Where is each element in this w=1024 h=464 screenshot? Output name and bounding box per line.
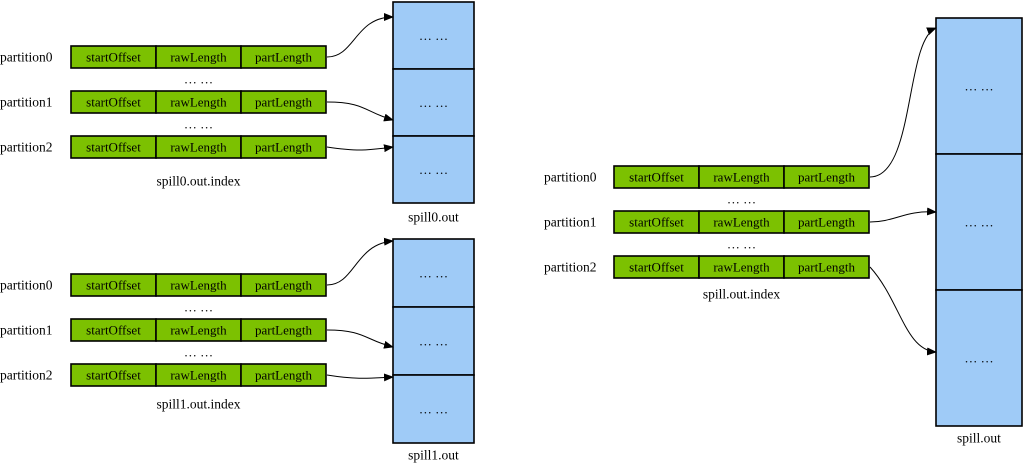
row-gap-ellipsis: … … [184,300,213,315]
field-label-rawLength: rawLength [170,95,227,110]
row-gap-ellipsis: … … [184,72,213,87]
index-row-spill1-0: partition0 startOffset rawLength partLength [0,273,327,297]
out-block-ellipsis: … … [419,334,448,349]
field-cell-partLength [240,273,327,297]
arrow-connector [326,144,394,153]
out-block-ellipsis: … … [964,215,993,230]
partition-label: partition0 [0,278,53,293]
arrow-connector [326,13,394,58]
field-label-rawLength: rawLength [713,215,770,230]
out-file-block [392,374,475,444]
partition-label: partition0 [544,170,597,185]
partition-label: partition2 [0,368,53,383]
out-block-ellipsis: … … [964,351,993,366]
field-label-startOffset: startOffset [629,260,684,275]
field-label-rawLength: rawLength [713,170,770,185]
row-gap-ellipsis: … … [184,117,213,132]
index-row-spill-0: partition0 startOffset rawLength partLength [544,165,870,189]
field-label-startOffset: startOffset [629,170,684,185]
spill-group: partition0 startOffset rawLength partLength… [544,17,1023,446]
field-label-startOffset: startOffset [86,95,141,110]
field-label-partLength: partLength [798,170,856,185]
index-file-caption: spill.out.index [703,287,780,302]
field-cell-partLength [783,165,870,189]
field-label-startOffset: startOffset [86,50,141,65]
arrow-connector [869,27,937,178]
arrow-connector [326,373,394,382]
field-label-partLength: partLength [255,95,313,110]
field-label-rawLength: rawLength [170,50,227,65]
out-file-block [392,238,475,308]
field-label-rawLength: rawLength [713,260,770,275]
field-label-rawLength: rawLength [170,323,227,338]
out-file-block [935,17,1023,155]
partition-label: partition1 [0,323,53,338]
field-label-partLength: partLength [798,215,856,230]
out-block-ellipsis: … … [419,266,448,281]
field-cell-partLength [240,318,327,342]
field-label-rawLength: rawLength [170,278,227,293]
out-block-ellipsis: … … [964,79,993,94]
partition-label: partition2 [0,140,53,155]
field-cell-partLength [783,210,870,234]
field-label-partLength: partLength [255,278,313,293]
field-label-partLength: partLength [798,260,856,275]
out-block-ellipsis: … … [419,95,448,110]
index-row-spill0-2: partition2 startOffset rawLength partLength [0,135,327,159]
field-cell-partLength [240,363,327,387]
out-file-block [392,68,475,137]
partition-label: partition0 [0,50,53,65]
index-file-caption: spill0.out.index [157,174,241,189]
row-gap-ellipsis: … … [184,345,213,360]
out-block-ellipsis: … … [419,28,448,43]
out-file-caption: spill1.out [408,448,459,463]
arrow-connector [326,101,394,122]
field-label-partLength: partLength [255,368,313,383]
field-label-rawLength: rawLength [170,140,227,155]
field-label-partLength: partLength [255,323,313,338]
field-label-startOffset: startOffset [86,140,141,155]
partition-label: partition2 [544,260,597,275]
field-label-startOffset: startOffset [86,278,141,293]
field-cell-partLength [240,90,327,114]
index-row-spill1-2: partition2 startOffset rawLength partLength [0,363,327,387]
field-cell-partLength [783,255,870,279]
partition-label: partition1 [544,215,597,230]
out-file-caption: spill0.out [408,210,459,225]
field-label-startOffset: startOffset [86,323,141,338]
row-gap-ellipsis: … … [727,237,756,252]
out-block-ellipsis: … … [419,402,448,417]
out-block-ellipsis: … … [419,162,448,177]
row-gap-ellipsis: … … [727,192,756,207]
arrow-connector [869,207,937,223]
index-row-spill0-0: partition0 startOffset rawLength partLength [0,45,327,69]
index-file-caption: spill1.out.index [157,397,241,412]
arrow-connector [326,329,394,349]
field-label-partLength: partLength [255,140,313,155]
arrow-connector [869,266,937,356]
index-row-spill0-1: partition1 startOffset rawLength partLength [0,90,327,114]
out-file-block [935,153,1023,291]
field-cell-partLength [240,135,327,159]
partition-label: partition1 [0,95,53,110]
field-label-rawLength: rawLength [170,368,227,383]
out-file-block [935,289,1023,427]
out-file-block [392,135,475,204]
field-label-startOffset: startOffset [86,368,141,383]
arrow-connector [326,237,394,286]
index-row-spill1-1: partition1 startOffset rawLength partLength [0,318,327,342]
spill0-group: partition0 startOffset rawLength partLength… [0,1,475,225]
out-file-caption: spill.out [957,431,1001,446]
field-label-startOffset: startOffset [629,215,684,230]
index-row-spill-2: partition2 startOffset rawLength partLength [544,255,870,279]
field-label-partLength: partLength [255,50,313,65]
field-cell-partLength [240,45,327,69]
spill1-group: partition0 startOffset rawLength partLength… [0,237,475,463]
out-file-block [392,1,475,70]
index-row-spill-1: partition1 startOffset rawLength partLength [544,210,870,234]
